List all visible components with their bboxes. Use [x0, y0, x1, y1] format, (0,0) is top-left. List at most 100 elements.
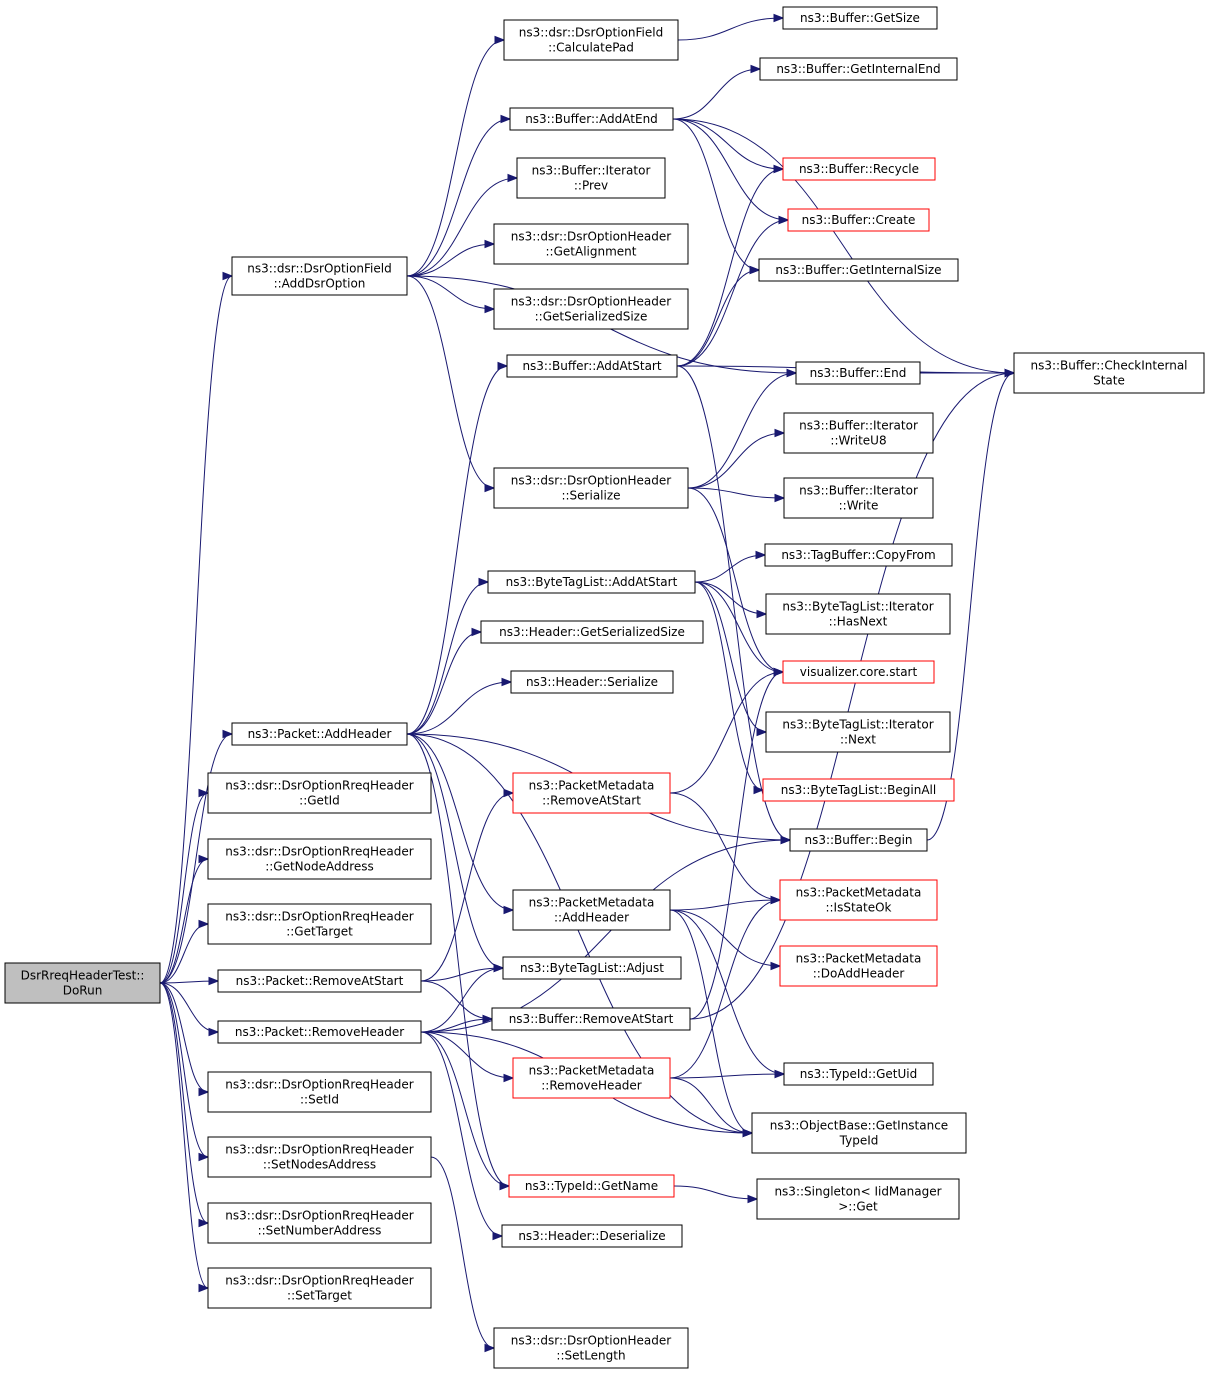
node-hdr-deserialize[interactable]: ns3::Header::Deserialize	[501, 1224, 683, 1248]
node-add-header[interactable]: ns3::Packet::AddHeader	[231, 722, 408, 746]
edge-btlAddAtStart-to-vizStart	[694, 581, 784, 673]
node-get-node-address[interactable]: ns3::dsr::DsrOptionRreqHeader::GetNodeAd…	[207, 838, 432, 880]
node-dsr-serialize[interactable]: ns3::dsr::DsrOptionHeader::Serialize	[493, 467, 689, 509]
edge-addDsrOption-to-calculatePad	[406, 39, 505, 277]
node-dsr-get-serialized-size[interactable]: ns3::dsr::DsrOptionHeader::GetSerialized…	[493, 288, 689, 330]
node-box	[765, 593, 951, 635]
node-buf-add-at-start[interactable]: ns3::Buffer::AddAtStart	[506, 354, 678, 378]
node-box	[207, 838, 432, 880]
node-box	[789, 828, 928, 852]
node-btl-add-at-start[interactable]: ns3::ByteTagList::AddAtStart	[487, 570, 696, 594]
node-iter-prev[interactable]: ns3::Buffer::Iterator::Prev	[516, 157, 666, 199]
node-box	[501, 1224, 683, 1248]
arrowhead-pktRemoveAtStart-to-pmRemoveAtStart	[503, 788, 515, 798]
node-set-id[interactable]: ns3::dsr::DsrOptionRreqHeader::SetId	[207, 1071, 432, 1113]
node-get-uid[interactable]: ns3::TypeId::GetUid	[783, 1062, 934, 1086]
node-set-length[interactable]: ns3::dsr::DsrOptionHeader::SetLength	[493, 1327, 689, 1369]
node-box	[502, 956, 682, 980]
node-label: ::RemoveHeader	[541, 1079, 642, 1093]
edge-pmRemoveAtStart-to-isStateOk	[669, 792, 781, 901]
edge-typeIdGetName-to-singletonGet	[673, 1185, 758, 1200]
node-label: ns3::Buffer::Iterator	[799, 419, 918, 433]
node-label: ns3::PacketMetadata	[796, 886, 922, 900]
node-label: ns3::dsr::DsrOptionRreqHeader	[225, 779, 413, 793]
node-box	[795, 361, 921, 385]
node-label: ::Serialize	[561, 489, 620, 503]
node-get-internal-size[interactable]: ns3::Buffer::GetInternalSize	[758, 258, 959, 282]
node-label: ::WriteU8	[830, 434, 886, 448]
node-label: ns3::ByteTagList::Adjust	[520, 961, 664, 975]
node-buf-begin[interactable]: ns3::Buffer::Begin	[789, 828, 928, 852]
node-pkt-remove-at-start[interactable]: ns3::Packet::RemoveAtStart	[217, 969, 422, 993]
node-type-id-get-name[interactable]: ns3::TypeId::GetName	[508, 1174, 675, 1198]
edge-addDsrOption-to-dsrGetSerializedSize	[406, 275, 495, 310]
node-set-number-address[interactable]: ns3::dsr::DsrOptionRreqHeader::SetNumber…	[207, 1202, 432, 1244]
node-box	[4, 962, 161, 1004]
edge-pmAddHeader-to-getUid	[669, 909, 785, 1075]
node-label: ns3::Buffer::RemoveAtStart	[509, 1012, 674, 1026]
node-recycle[interactable]: ns3::Buffer::Recycle	[782, 157, 936, 181]
edge-addAtEnd-to-create	[672, 118, 789, 221]
arrowhead-dsrSerialize-to-bufEnd	[786, 368, 798, 378]
node-get-target[interactable]: ns3::dsr::DsrOptionRreqHeader::GetTarget	[207, 903, 432, 945]
node-buf-remove-at-start[interactable]: ns3::Buffer::RemoveAtStart	[491, 1007, 691, 1031]
node-label: ns3::dsr::DsrOptionField	[519, 26, 663, 40]
node-add-at-end[interactable]: ns3::Buffer::AddAtEnd	[509, 107, 674, 131]
node-add-dsr-option[interactable]: ns3::dsr::DsrOptionField::AddDsrOption	[231, 256, 408, 296]
node-has-next[interactable]: ns3::ByteTagList::Iterator::HasNext	[765, 593, 951, 635]
arrowhead-addDsrOption-to-getAlignment	[484, 239, 496, 249]
edge-btlAddAtStart-to-copyFrom	[694, 554, 766, 583]
edge-pmAddHeader-to-getInstanceTypeId	[669, 909, 753, 1134]
node-box	[765, 711, 951, 753]
node-begin-all[interactable]: ns3::ByteTagList::BeginAll	[762, 778, 955, 802]
node-get-alignment[interactable]: ns3::dsr::DsrOptionHeader::GetAlignment	[493, 223, 689, 265]
node-singleton-get[interactable]: ns3::Singleton< IidManager>::Get	[756, 1178, 960, 1220]
node-is-state-ok[interactable]: ns3::PacketMetadata::IsStateOk	[779, 879, 938, 921]
edge-addHeader-to-typeIdGetName	[406, 733, 510, 1187]
node-box	[787, 208, 930, 232]
node-viz-start[interactable]: visualizer.core.start	[782, 660, 935, 684]
node-label: ::GetSerializedSize	[535, 310, 648, 324]
node-label: ns3::PacketMetadata	[529, 896, 655, 910]
node-hdr-get-serialized-size[interactable]: ns3::Header::GetSerializedSize	[480, 620, 704, 644]
arrowhead-addHeader-to-bufAddAtStart	[497, 361, 509, 371]
node-get-internal-end[interactable]: ns3::Buffer::GetInternalEnd	[759, 57, 958, 81]
node-set-nodes-address[interactable]: ns3::dsr::DsrOptionRreqHeader::SetNodesA…	[207, 1136, 432, 1178]
node-buf-end[interactable]: ns3::Buffer::End	[795, 361, 921, 385]
node-create[interactable]: ns3::Buffer::Create	[787, 208, 930, 232]
node-hdr-serialize[interactable]: ns3::Header::Serialize	[510, 670, 674, 694]
node-label: ns3::TypeId::GetUid	[800, 1067, 918, 1081]
node-label: ns3::PacketMetadata	[529, 1064, 655, 1078]
node-label: ::GetId	[299, 794, 340, 808]
arrowhead-pmRemoveHeader-to-isStateOk	[770, 895, 782, 905]
edge-removeHeader-to-btlAdjust	[420, 967, 504, 1033]
node-box	[491, 1007, 691, 1031]
node-iter-next[interactable]: ns3::ByteTagList::Iterator::Next	[765, 711, 951, 753]
node-box	[207, 903, 432, 945]
node-pm-remove-header[interactable]: ns3::PacketMetadata::RemoveHeader	[512, 1057, 671, 1099]
node-box	[493, 288, 689, 330]
node-do-run[interactable]: DsrRreqHeaderTest::DoRun	[4, 962, 161, 1004]
node-box	[516, 157, 666, 199]
node-btl-adjust[interactable]: ns3::ByteTagList::Adjust	[502, 956, 682, 980]
node-box	[758, 258, 959, 282]
node-label: ::CalculatePad	[548, 41, 634, 55]
node-label: ns3::Header::GetSerializedSize	[499, 625, 685, 639]
node-pm-remove-at-start[interactable]: ns3::PacketMetadata::RemoveAtStart	[512, 772, 671, 814]
node-box	[217, 1020, 422, 1044]
node-get-id[interactable]: ns3::dsr::DsrOptionRreqHeader::GetId	[207, 772, 432, 814]
node-iter-write[interactable]: ns3::Buffer::Iterator::Write	[783, 477, 934, 519]
node-buf-get-size[interactable]: ns3::Buffer::GetSize	[782, 6, 938, 30]
node-do-add-header[interactable]: ns3::PacketMetadata::DoAddHeader	[779, 945, 938, 987]
node-copy-from[interactable]: ns3::TagBuffer::CopyFrom	[764, 543, 953, 567]
node-pm-add-header[interactable]: ns3::PacketMetadata::AddHeader	[512, 889, 671, 931]
node-write-u8[interactable]: ns3::Buffer::Iterator::WriteU8	[783, 412, 934, 454]
node-remove-header[interactable]: ns3::Packet::RemoveHeader	[217, 1020, 422, 1044]
arrowhead-addDsrOption-to-addAtEnd	[500, 114, 512, 124]
node-calculate-pad[interactable]: ns3::dsr::DsrOptionField::CalculatePad	[503, 19, 679, 61]
node-set-target[interactable]: ns3::dsr::DsrOptionRreqHeader::SetTarget	[207, 1267, 432, 1309]
edge-doRun-to-setNumberAddress	[159, 982, 209, 1224]
